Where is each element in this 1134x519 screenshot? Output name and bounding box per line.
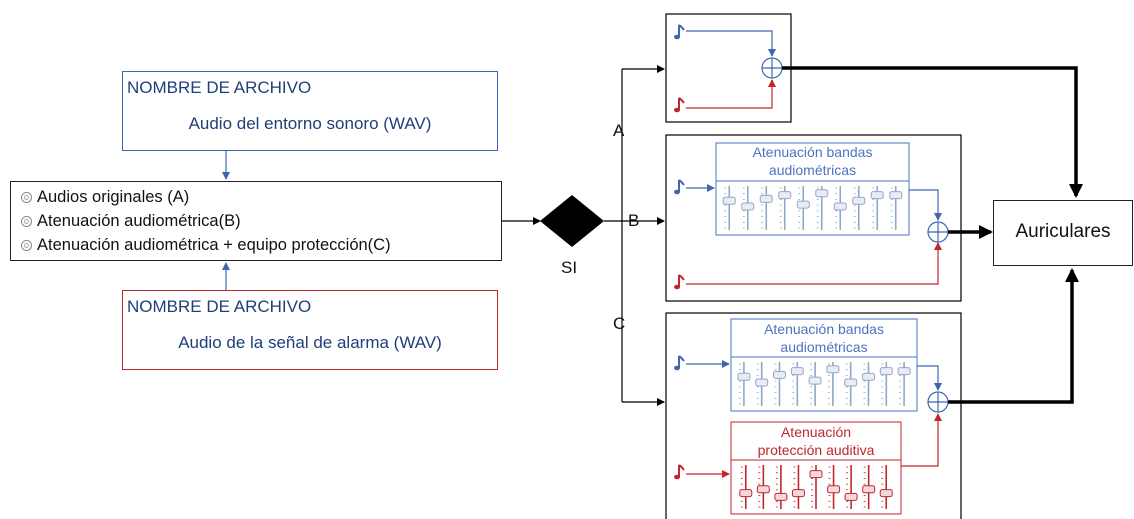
alarm-file-subtitle: Audio de la señal de alarma (WAV) <box>178 333 442 352</box>
equalizer-knob[interactable] <box>796 200 810 209</box>
equalizer-knob[interactable] <box>759 194 773 203</box>
music-note-icon <box>674 24 685 40</box>
music-note-icon <box>674 97 685 113</box>
output-path-c <box>948 268 1079 404</box>
equalizer-knob[interactable] <box>844 492 858 501</box>
protection-title-line1: Atenuación <box>780 424 852 440</box>
branch-c-label: C <box>613 314 626 333</box>
alarm-file-box[interactable]: NOMBRE DE ARCHIVO Audio de la señal de a… <box>122 290 498 370</box>
equalizer-knob[interactable] <box>852 196 866 205</box>
radio-icon[interactable] <box>21 216 32 227</box>
option-audiometric-protection[interactable]: Atenuación audiométrica + equipo protecc… <box>21 236 391 255</box>
equalizer-knob[interactable] <box>739 489 753 498</box>
equalizer-knob[interactable] <box>791 489 805 498</box>
headphones-box[interactable]: Auriculares <box>993 200 1133 266</box>
equalizer-knob[interactable] <box>790 367 804 376</box>
equalizer-knob[interactable] <box>778 191 792 200</box>
branch-a-label: A <box>613 121 625 140</box>
music-note-icon <box>674 179 685 195</box>
signal-alarm-a <box>686 79 776 109</box>
equalizer-knob[interactable] <box>815 189 829 198</box>
signal-ambient-a <box>686 30 776 57</box>
equalizer-knob[interactable] <box>889 191 903 200</box>
bands-c-title-line1: Atenuación bandas <box>764 321 884 337</box>
equalizer-knob[interactable] <box>879 367 893 376</box>
equalizer-knob[interactable] <box>862 485 876 494</box>
equalizer-knob[interactable] <box>844 378 858 387</box>
music-note-icon <box>674 274 685 290</box>
decision-label: SI <box>561 258 578 277</box>
signal-bands-b-out <box>909 189 942 221</box>
equalizer-knob[interactable] <box>808 376 822 385</box>
ambient-file-title: NOMBRE DE ARCHIVO <box>127 78 312 97</box>
option-audiometric-label: Atenuación audiométrica(B) <box>37 212 241 230</box>
summing-junction-icon <box>927 221 949 243</box>
music-note-icon <box>674 464 685 480</box>
signal-alarm-b <box>686 242 942 285</box>
bands-c-title: Atenuación bandas audiométricas <box>731 320 917 356</box>
radio-icon[interactable] <box>21 192 32 203</box>
protection-title-line2: protección auditiva <box>757 442 875 458</box>
equalizer-icon <box>737 362 911 406</box>
branch-b-label: B <box>628 211 640 230</box>
equalizer-knob[interactable] <box>833 202 847 211</box>
equalizer-icon <box>739 465 893 509</box>
option-audiometric[interactable]: Atenuación audiométrica(B) <box>21 212 241 231</box>
equalizer-knob[interactable] <box>879 489 893 498</box>
bands-b-title: Atenuación bandas audiométricas <box>716 143 909 179</box>
bands-c-title-line2: audiométricas <box>780 339 868 355</box>
option-audiometric-protection-label: Atenuación audiométrica + equipo protecc… <box>37 236 391 254</box>
equalizer-knob[interactable] <box>862 372 875 381</box>
equalizer-knob[interactable] <box>870 191 884 200</box>
option-original[interactable]: Audios originales (A) <box>21 188 189 207</box>
alarm-file-title: NOMBRE DE ARCHIVO <box>127 297 312 316</box>
diamond-decision-icon[interactable] <box>540 195 604 247</box>
equalizer-knob[interactable] <box>827 485 841 494</box>
radio-icon[interactable] <box>21 240 32 251</box>
bands-b-title-line2: audiométricas <box>768 162 857 178</box>
equalizer-knob[interactable] <box>737 372 751 381</box>
ambient-file-box[interactable]: NOMBRE DE ARCHIVO Audio del entorno sono… <box>122 71 498 151</box>
output-path-a <box>782 66 1083 198</box>
signal-protection-out <box>901 413 942 467</box>
headphones-label: Auriculares <box>1015 221 1111 242</box>
options-box: Audios originales (A) Atenuación audiomé… <box>10 181 502 261</box>
summing-junction-icon <box>927 391 949 413</box>
equalizer-knob[interactable] <box>774 492 788 501</box>
equalizer-knob[interactable] <box>722 196 736 205</box>
equalizer-knob[interactable] <box>897 367 911 376</box>
option-original-label: Audios originales (A) <box>37 188 190 206</box>
protection-title: Atenuación protección auditiva <box>731 423 901 459</box>
ambient-file-subtitle: Audio del entorno sonoro (WAV) <box>188 114 432 133</box>
equalizer-knob[interactable] <box>741 202 755 211</box>
equalizer-knob[interactable] <box>756 485 770 494</box>
bands-b-title-line1: Atenuación bandas <box>752 144 873 160</box>
equalizer-icon <box>722 186 903 230</box>
summing-junction-icon <box>761 57 783 79</box>
equalizer-knob[interactable] <box>755 378 769 387</box>
signal-bands-c-out <box>917 365 942 391</box>
equalizer-knob[interactable] <box>773 370 786 379</box>
music-note-icon <box>674 355 685 371</box>
equalizer-knob[interactable] <box>809 470 823 479</box>
equalizer-knob[interactable] <box>826 365 840 374</box>
